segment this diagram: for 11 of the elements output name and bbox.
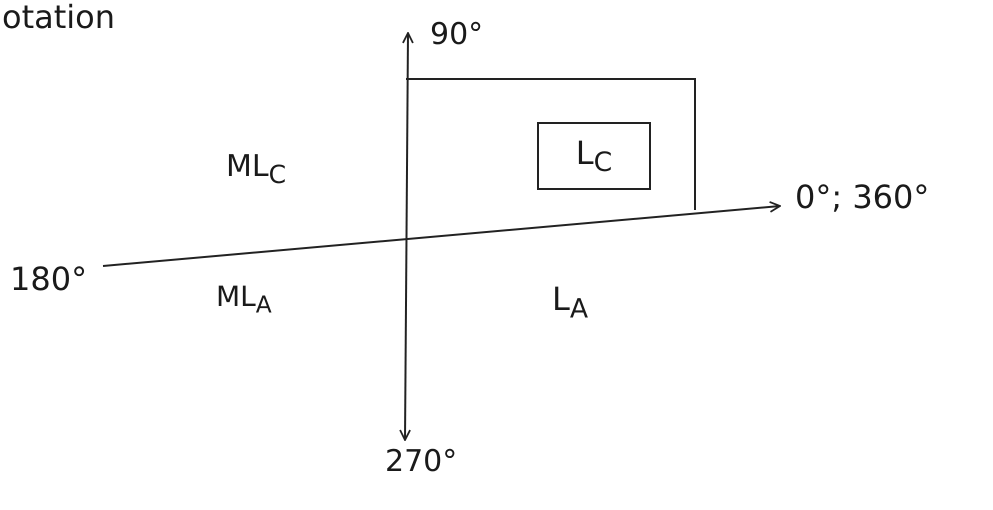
angle-label: 0°; 360° bbox=[795, 180, 930, 216]
angle-label: 90° bbox=[430, 18, 484, 51]
quadrant-label: L$_{A}$ bbox=[552, 282, 588, 324]
angle-label: 180° bbox=[10, 262, 88, 298]
label-box bbox=[537, 122, 651, 190]
box-label: L$_{C}$ bbox=[574, 134, 614, 178]
quadrant-label: ML$_{A}$ bbox=[216, 282, 272, 318]
angle-label: 270° bbox=[385, 445, 458, 478]
quadrant-label: ML$_{C}$ bbox=[226, 150, 286, 188]
rectangle-outline bbox=[406, 78, 696, 210]
heading-fragment: otation bbox=[2, 0, 116, 36]
